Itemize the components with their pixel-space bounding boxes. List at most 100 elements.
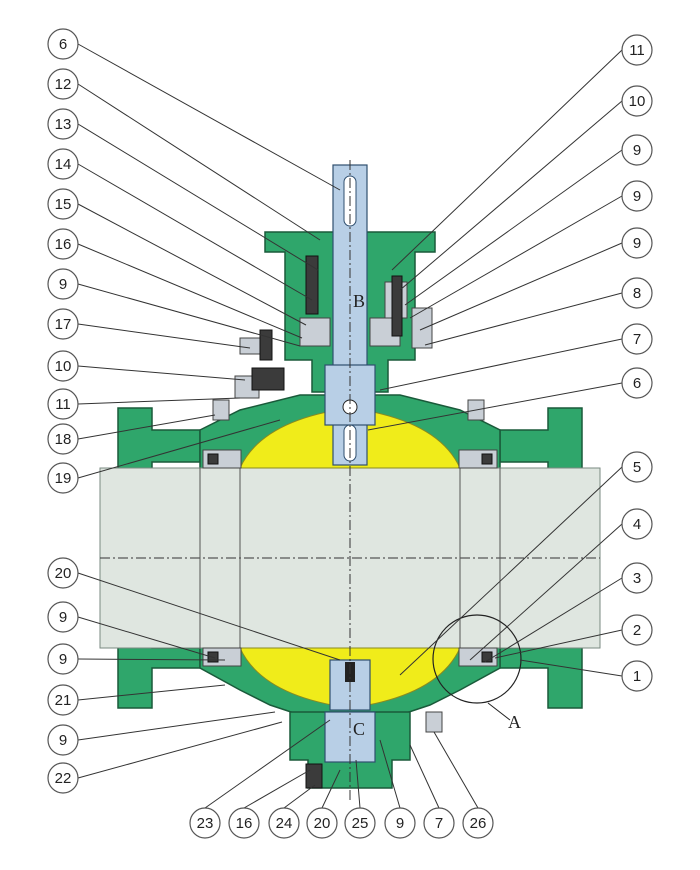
callout-left-3: 14 — [47, 148, 79, 180]
seat-rings — [199, 449, 501, 667]
callout-right-8: 5 — [621, 451, 653, 483]
callout-bottom-7: 26 — [462, 807, 494, 839]
callout-left-8: 10 — [47, 350, 79, 382]
callout-left-14-label: 9 — [59, 651, 67, 668]
callout-bottom-0-label: 23 — [197, 815, 214, 832]
right-bolt — [391, 275, 403, 337]
callout-right-12-label: 1 — [633, 668, 641, 685]
detail-label-c: C — [353, 719, 365, 739]
left-bolt — [305, 255, 319, 315]
callout-left-15: 21 — [47, 684, 79, 716]
callout-left-7-label: 17 — [55, 316, 72, 333]
callout-left-0-label: 6 — [59, 36, 67, 53]
callout-bottom-6-label: 7 — [435, 815, 443, 832]
gland-left — [299, 317, 331, 347]
callout-left-5-label: 16 — [55, 236, 72, 253]
callout-right-9: 4 — [621, 508, 653, 540]
bonnet-internals — [212, 255, 485, 789]
callout-bottom-5-label: 9 — [396, 815, 404, 832]
callout-left-4: 15 — [47, 188, 79, 220]
callout-left-8-label: 10 — [55, 358, 72, 375]
callout-right-11-label: 2 — [633, 622, 641, 639]
callout-bottom-4-label: 25 — [352, 815, 369, 832]
right-plug — [411, 307, 433, 349]
callout-right-6: 7 — [621, 323, 653, 355]
callout-bottom-2-label: 24 — [276, 815, 293, 832]
callout-left-9: 11 — [47, 388, 79, 420]
callouts-left: 6 12 13 14 15 16 9 17 10 11 18 19 20 9 9… — [47, 28, 79, 794]
callout-right-6-label: 7 — [633, 331, 641, 348]
callout-right-1: 10 — [621, 85, 653, 117]
callout-right-9-label: 4 — [633, 516, 641, 533]
callout-bottom-0: 23 — [189, 807, 221, 839]
leader-lines — [77, 43, 623, 809]
callout-left-6-label: 9 — [59, 276, 67, 293]
callout-left-2-label: 13 — [55, 116, 72, 133]
callout-left-17: 22 — [47, 762, 79, 794]
callout-right-11: 2 — [621, 614, 653, 646]
callout-bottom-6: 7 — [423, 807, 455, 839]
callout-left-17-label: 22 — [55, 770, 72, 787]
callout-bottom-1: 16 — [228, 807, 260, 839]
lower-fitting — [305, 763, 323, 789]
callout-bottom-3: 20 — [306, 807, 338, 839]
lower-spring-block — [251, 367, 285, 391]
callout-left-12: 20 — [47, 557, 79, 589]
callout-right-4: 9 — [621, 227, 653, 259]
callout-right-7: 6 — [621, 367, 653, 399]
callout-bottom-2: 24 — [268, 807, 300, 839]
callout-right-2-label: 9 — [633, 142, 641, 159]
callout-left-13-label: 9 — [59, 609, 67, 626]
callout-right-0-label: 11 — [629, 42, 645, 59]
callout-left-4-label: 15 — [55, 196, 72, 213]
callout-left-10-label: 18 — [55, 431, 72, 448]
callout-bottom-3-label: 20 — [314, 815, 331, 832]
callout-left-6: 9 — [47, 268, 79, 300]
callout-right-10-label: 3 — [633, 570, 641, 587]
callout-left-0: 6 — [47, 28, 79, 60]
callout-left-11: 19 — [47, 462, 79, 494]
callout-left-11-label: 19 — [55, 470, 72, 487]
callout-left-16: 9 — [47, 724, 79, 756]
callout-left-3-label: 14 — [55, 156, 72, 173]
callout-left-9-label: 11 — [55, 396, 71, 413]
seal-upper-left — [207, 453, 219, 465]
callout-right-12: 1 — [621, 660, 653, 692]
callout-left-10: 18 — [47, 423, 79, 455]
seal-upper-right — [481, 453, 493, 465]
callout-left-7: 17 — [47, 308, 79, 340]
detail-a-pointer — [487, 702, 511, 721]
callout-right-10: 3 — [621, 562, 653, 594]
detail-label-b: B — [353, 291, 365, 311]
callout-bottom-1-label: 16 — [236, 815, 253, 832]
callouts-bottom: 23 16 24 20 25 9 7 26 — [189, 807, 494, 839]
detail-a-circle — [432, 614, 522, 704]
callout-bottom-7-label: 26 — [470, 815, 487, 832]
callout-left-15-label: 21 — [55, 692, 72, 709]
callout-bottom-5: 9 — [384, 807, 416, 839]
callout-left-1-label: 12 — [55, 76, 72, 93]
callout-right-8-label: 5 — [633, 459, 641, 476]
callout-bottom-4: 25 — [344, 807, 376, 839]
callout-left-13: 9 — [47, 601, 79, 633]
seal-lower-right — [481, 651, 493, 663]
callout-left-5: 16 — [47, 228, 79, 260]
drain-plug — [425, 711, 443, 733]
callout-left-12-label: 20 — [55, 565, 72, 582]
callout-left-1: 12 — [47, 68, 79, 100]
callout-left-16-label: 9 — [59, 732, 67, 749]
callout-left-14: 9 — [47, 643, 79, 675]
callout-right-5-label: 8 — [633, 285, 641, 302]
callout-right-3-label: 9 — [633, 188, 641, 205]
callout-right-5: 8 — [621, 277, 653, 309]
vent-plug-left — [212, 399, 230, 421]
detail-label-a: A — [508, 712, 521, 732]
callout-right-3: 9 — [621, 180, 653, 212]
stem-assembly — [324, 160, 376, 800]
callout-left-2: 13 — [47, 108, 79, 140]
injection-fitting-body — [259, 329, 273, 361]
callout-right-4-label: 9 — [633, 235, 641, 252]
callouts-right: 11 10 9 9 9 8 7 6 5 4 3 2 1 — [621, 34, 653, 692]
callout-right-1-label: 10 — [629, 93, 646, 110]
